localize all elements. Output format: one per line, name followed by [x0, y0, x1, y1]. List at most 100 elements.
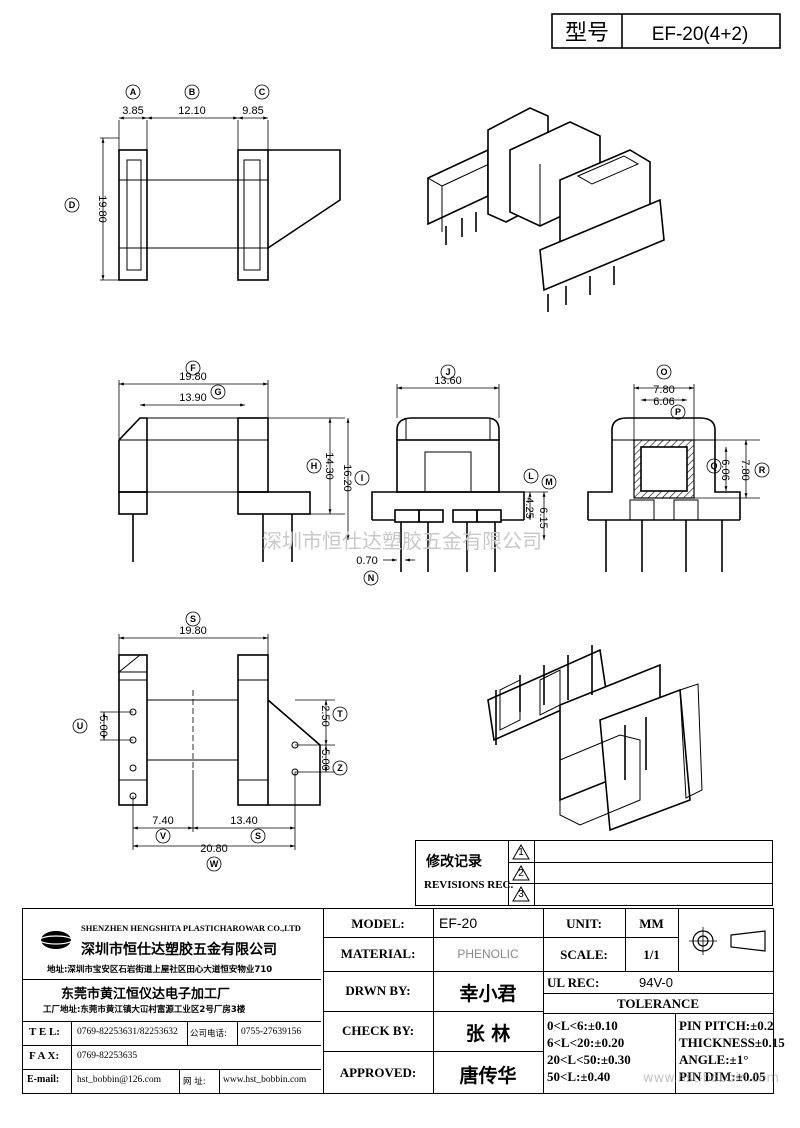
iso-view-top	[426, 107, 665, 312]
tolerance-2: 6<L<20:±0.20	[547, 1035, 625, 1050]
dim-x: 13.40	[230, 815, 258, 827]
label-j: J	[445, 367, 450, 377]
revision-mark-1: 1	[512, 844, 530, 860]
dim-h: 14.30	[323, 452, 335, 480]
dim-c: 9.85	[242, 105, 263, 117]
revision-mark-3-label: 3	[518, 889, 524, 900]
web-value[interactable]: www.hst_bobbin.com	[223, 1075, 307, 1085]
dim-q: 6.06	[719, 459, 731, 480]
label-q: Q	[710, 461, 717, 471]
dim-r: 7.80	[739, 459, 751, 480]
label-g: G	[214, 387, 221, 397]
pin-pitch: PIN PITCH:±0.2	[679, 1018, 774, 1033]
unit-value: MM	[639, 916, 664, 931]
company-name-en: SHENZHEN HENGSHITA PLASTICHAROWAR CO.,LT…	[81, 923, 301, 933]
dim-z: 5.00	[319, 749, 331, 770]
overlay-watermark: www.hst-bobbin.com	[643, 1071, 780, 1086]
label-l: L	[528, 471, 534, 481]
label-f: F	[190, 363, 196, 373]
check-value: 张 林	[465, 1023, 511, 1045]
revision-mark-2: 2	[512, 865, 530, 881]
revision-mark-2-label: 2	[518, 868, 524, 879]
dim-i: 16.20	[341, 464, 353, 492]
approved-value: 唐传华	[459, 1065, 517, 1087]
revisions-title-en: REVISIONS REC.	[424, 879, 514, 891]
dim-f: 19.80	[179, 371, 207, 383]
label-n: N	[368, 573, 375, 583]
dim-b: 12.10	[178, 105, 206, 117]
web-label: 网 址:	[183, 1077, 206, 1087]
revisions-title-cn: 修改记录	[426, 854, 482, 870]
iso-view-bottom	[487, 645, 703, 832]
factory-name: 东莞市黄江恒仪达电子加工厂	[61, 987, 231, 1002]
label-p: P	[675, 407, 681, 417]
type-box: 型号 EF-20(4+2)	[551, 13, 781, 49]
label-v: V	[160, 831, 166, 841]
side-view: 13.60 J 4.25 6.15 L M 0.70 N	[356, 364, 557, 586]
dim-d: 19.80	[96, 195, 108, 223]
dim-a: 3.85	[122, 105, 143, 117]
label-a: A	[130, 87, 137, 97]
tolerance-label: TOLERANCE	[616, 996, 700, 1011]
drawn-label: DRWN BY:	[345, 983, 411, 998]
angle: ANGLE:±1°	[679, 1052, 749, 1067]
dim-n: 0.70	[356, 555, 377, 567]
dim-w: 20.80	[200, 843, 228, 855]
top-view: 3.85 12.10 9.85 A B C 19.80 D	[64, 84, 341, 281]
tolerance-4: 50<L:±0.40	[547, 1069, 611, 1084]
label-r: R	[759, 465, 766, 475]
check-label: CHECK BY:	[341, 1023, 415, 1038]
label-d: D	[69, 200, 76, 210]
end-view: 7.80 6.06 O P 6.06 7.80 Q R	[587, 364, 770, 572]
dim-u: 5.00	[97, 715, 109, 736]
label-h: H	[311, 461, 318, 471]
drawn-value: 幸小君	[459, 983, 517, 1005]
factory-address: 工厂地址:东莞市黄江镇大冚村富源工业区2号厂房3楼	[43, 1005, 246, 1015]
label-m: M	[545, 477, 553, 487]
label-b: B	[189, 87, 196, 97]
company-panel: SHENZHEN HENGSHITA PLASTICHAROWAR CO.,LT…	[23, 909, 324, 1093]
material-label: MATERIAL:	[340, 946, 416, 961]
label-o: O	[660, 367, 667, 377]
ul-label: UL REC:	[547, 975, 600, 990]
pin-dim: PIN DIM:±0.05	[679, 1069, 766, 1084]
label-s: S	[190, 614, 196, 624]
scale-value: 1/1	[643, 947, 660, 962]
scale-label: SCALE:	[560, 947, 608, 962]
label-t: T	[337, 709, 343, 719]
label-w: W	[210, 859, 219, 869]
email-value[interactable]: hst_bobbin@126.com	[77, 1075, 161, 1085]
dim-p: 6.06	[653, 396, 674, 408]
label-s2: S	[255, 831, 261, 841]
approved-label: APPROVED:	[339, 1065, 417, 1080]
company-name-cn: 深圳市恒仕达塑胶五金有限公司	[81, 942, 277, 958]
dim-j: 13.60	[434, 375, 462, 387]
ul-value: 94V-0	[639, 975, 673, 990]
label-i: I	[361, 473, 364, 483]
type-label: 型号	[565, 20, 609, 45]
dim-o: 7.80	[653, 384, 674, 396]
dim-t: 2.50	[319, 705, 331, 726]
label-c: C	[259, 87, 266, 97]
dim-s: 19.80	[179, 625, 207, 637]
company-tel-label: 公司电话:	[190, 1029, 227, 1039]
dim-g: 13.90	[179, 392, 207, 404]
fax-label: F A X:	[29, 1050, 60, 1062]
type-value: EF-20(4+2)	[652, 24, 749, 45]
thickness: THICKNESS±0.15	[679, 1035, 785, 1050]
label-u: U	[77, 721, 84, 731]
model-value: EF-20	[439, 915, 478, 931]
company-logo	[39, 927, 73, 953]
revisions-panel: 修改记录 REVISIONS REC. 1 2 3	[415, 840, 773, 906]
dim-m: 6.15	[537, 507, 549, 528]
tel-value: 0769-82253631/82253632	[77, 1027, 178, 1037]
material-value: PHENOLIC	[457, 947, 519, 961]
bottom-view: 19.80 S 5.00 U 2.50 5.00 T Z 7.40 13.40 …	[72, 611, 348, 872]
tolerance-1: 0<L<6:±0.10	[547, 1018, 618, 1033]
projection-symbol	[687, 919, 769, 963]
fax-value: 0769-82253635	[77, 1051, 138, 1061]
company-address: 地址:深圳市宝安区石岩街道上屋社区田心大道恒安物业710	[47, 965, 273, 975]
unit-label: UNIT:	[566, 916, 602, 931]
watermark-text: 深圳市恒仕达塑胶五金有限公司	[262, 529, 542, 553]
